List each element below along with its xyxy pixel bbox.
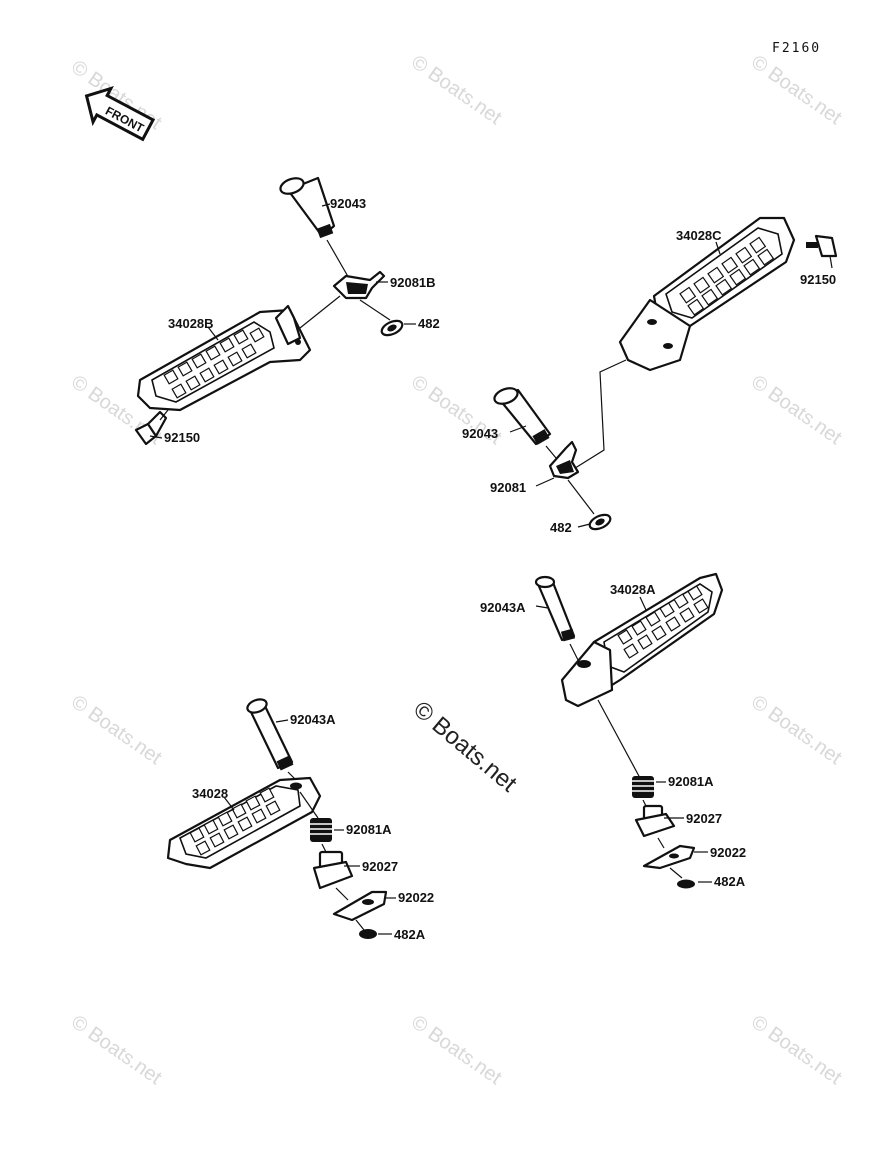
footpeg-34028C [618,216,796,372]
label-482-upper-left: 482 [418,316,440,331]
label-92043A-lower-right: 92043A [480,600,526,615]
footpeg-34028 [166,776,322,870]
spring-92081 [548,440,580,480]
lower-left-assembly: 92043A 34028 92081A 92027 92022 482A [166,698,434,942]
lower-right-assembly: 92043A 34028A 92081A 92027 92022 482A [480,572,746,889]
pin-92043A-right [534,575,576,642]
label-92150-upper-left: 92150 [164,430,200,445]
footpeg-34028A [560,572,724,708]
plate-92022-right [642,844,696,870]
watermark: © Boats.net [747,691,846,769]
label-92027-lower-left: 92027 [362,859,398,874]
figure-number: F2160 [772,41,821,56]
label-34028C: 34028C [676,228,722,243]
label-92150-upper-right: 92150 [800,272,836,287]
label-34028: 34028 [192,786,228,801]
upper-right-assembly: 34028C 92150 92043 92081 482 [462,216,838,535]
label-92081: 92081 [490,480,526,495]
detent-92027-left [312,850,354,890]
label-92081B: 92081B [390,275,436,290]
label-34028A: 34028A [610,582,656,597]
label-482-upper-right: 482 [550,520,572,535]
label-92081A-lower-left: 92081A [346,822,392,837]
label-92081A-lower-right: 92081A [668,774,714,789]
front-arrow-icon: FRONT [84,85,156,142]
plate-92022-left [332,890,388,922]
watermark: © Boats.net [67,691,166,769]
clip-482A-left [359,929,377,939]
watermark: © Boats.net [747,371,846,449]
label-92043-upper-left: 92043 [330,196,366,211]
watermark-center: © Boats.net [408,696,522,798]
clip-482-right [588,513,612,531]
footpeg-34028B [136,304,312,412]
spring-92081B [332,270,386,300]
spring-92081A-left [310,818,332,842]
watermark: © Boats.net [407,1011,506,1089]
pin-92043A-left [246,698,294,771]
label-92027-lower-right: 92027 [686,811,722,826]
label-482A-lower-left: 482A [394,927,426,942]
label-92043-upper-right: 92043 [462,426,498,441]
watermark: © Boats.net [67,1011,166,1089]
watermark: © Boats.net [747,51,846,129]
spring-92081A-right [632,776,654,798]
clip-482A-right [677,879,695,889]
bolt-92150-right [806,234,838,258]
watermark: © Boats.net [747,1011,846,1089]
label-92022-lower-right: 92022 [710,845,746,860]
watermark: © Boats.net [407,51,506,129]
label-482A-lower-right: 482A [714,874,746,889]
clip-482 [380,319,404,337]
bolt-92150 [134,410,168,446]
detent-92027-right [634,804,676,838]
pin-92043-right [493,387,552,446]
label-92043A-lower-left: 92043A [290,712,336,727]
pin-92043 [279,176,336,239]
label-34028B: 34028B [168,316,214,331]
label-92022-lower-left: 92022 [398,890,434,905]
upper-left-assembly: 92043 92081B 482 34028B 92150 [134,176,440,446]
watermark-layer: © Boats.net © Boats.net © Boats.net © Bo… [67,51,846,1089]
